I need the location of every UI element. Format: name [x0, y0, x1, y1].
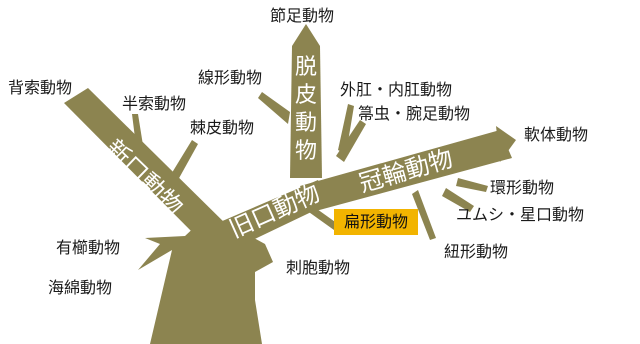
branch-label-ecdysozoa-char: 物: [295, 139, 317, 164]
label-echinodermata: 棘皮動物: [190, 118, 255, 137]
twig-tardigrada-brachiopoda: [336, 120, 366, 162]
label-platyhelminthes: 扁形動物: [334, 209, 419, 235]
branch-label-ecdysozoa-char: 動: [295, 111, 317, 136]
twig-echinodermata: [170, 140, 198, 180]
label-echiura-sipuncula: ユムシ・星口動物: [456, 205, 585, 224]
branch-label-ecdysozoa-char: 脱: [295, 55, 317, 80]
label-entoprocta-ectoprocta: 外肛・内肛動物: [340, 80, 453, 99]
twig-platyhelminthes: [306, 204, 338, 230]
tree-trunk: [138, 222, 273, 344]
label-arthropoda: 節足動物: [270, 6, 335, 25]
branch-ecdysozoa: [290, 24, 322, 178]
label-hemichordata: 半索動物: [122, 94, 187, 113]
branch-tip-mollusca: [496, 126, 516, 162]
label-annelida: 環形動物: [490, 178, 555, 197]
twig-ento-ecto: [338, 104, 354, 154]
branch-deuterostomia: [64, 88, 232, 240]
label-porifera: 海綿動物: [48, 278, 113, 297]
branch-label-ecdysozoa-char: 皮: [295, 83, 317, 108]
twig-hemichordata: [132, 114, 146, 164]
label-nemertea: 紐形動物: [444, 242, 509, 261]
twig-echiura-sipuncula: [442, 188, 474, 212]
twig-annelida: [456, 178, 488, 192]
label-nematoda: 線形動物: [198, 68, 263, 87]
label-cnidaria: 刺胞動物: [286, 258, 351, 277]
branch-protostomia: [220, 180, 328, 246]
label-chordata: 背索動物: [8, 78, 73, 97]
label-mollusca: 軟体動物: [524, 125, 589, 144]
label-ctenophora: 有櫛動物: [56, 238, 121, 257]
label-tardigrada-brachiopoda: 箒虫・腕足動物: [358, 104, 471, 123]
twig-nemertea: [412, 190, 436, 240]
twig-nematoda: [258, 92, 290, 124]
branch-label-lophotrochozoa: 冠輪動物: [356, 144, 456, 197]
branch-lophotrochozoa: [300, 130, 512, 212]
